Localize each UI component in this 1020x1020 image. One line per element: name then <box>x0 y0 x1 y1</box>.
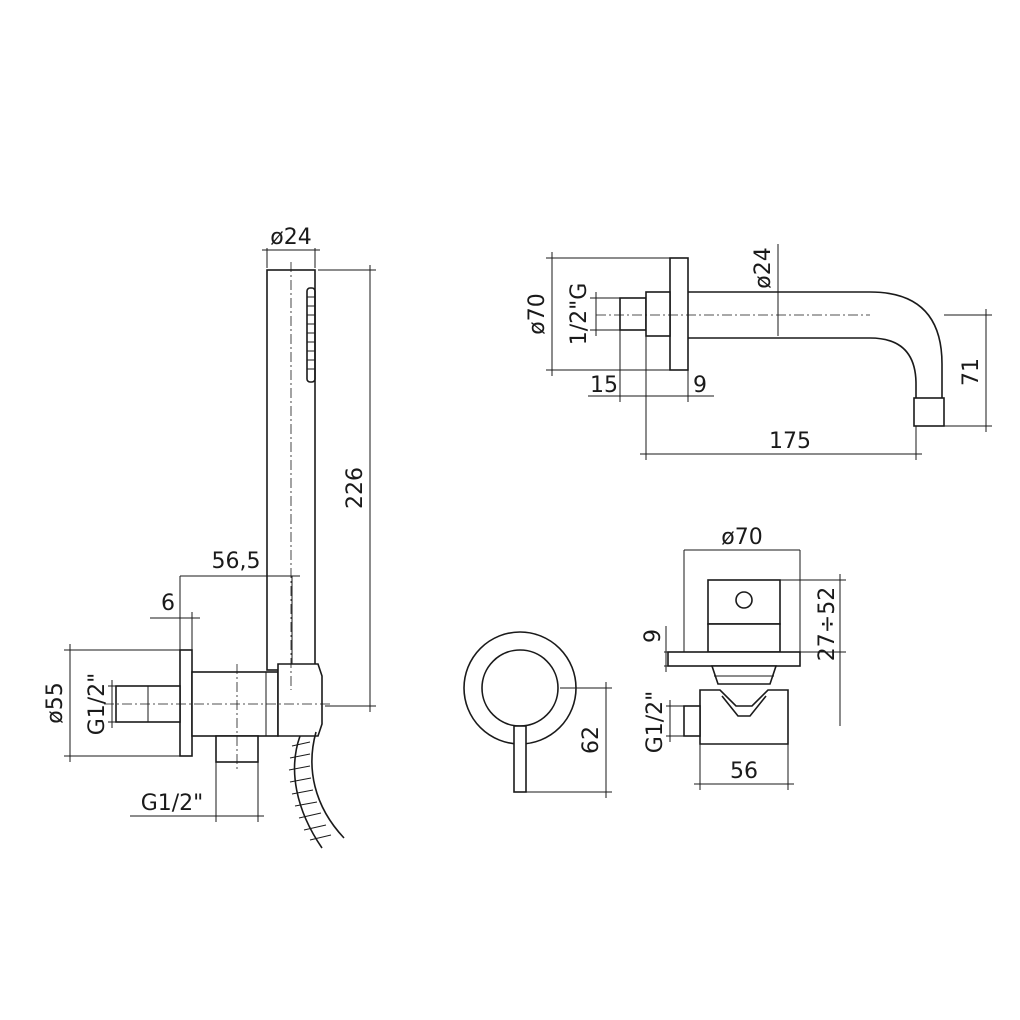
spout-wall-plate <box>669 257 689 371</box>
mixer-side-cartridge <box>707 623 781 653</box>
hand-plate-diameter-label: ø55 <box>43 682 68 723</box>
spout-tube-bottom <box>688 337 917 398</box>
spout-thread-stub <box>619 297 647 331</box>
mixer-side-plate <box>667 651 801 667</box>
mixer-plate-thickness-label: 9 <box>641 629 666 643</box>
mixer-side-view: ø70 27÷52 9 G1/2" 56 <box>641 525 846 790</box>
mixer-side-collar <box>710 665 778 685</box>
handset-nozzles <box>306 287 316 383</box>
mixer-depth-range-label: 27÷52 <box>815 587 840 661</box>
handset-diameter-label: ø24 <box>270 225 311 250</box>
wall-thread-label: G1/2" <box>85 673 110 736</box>
mixer-side-handle <box>707 579 781 625</box>
mixer-front-view: 62 <box>463 631 612 798</box>
outlet-thread-label: G1/2" <box>141 791 204 816</box>
mixer-front-handle-base <box>481 649 559 727</box>
spout-drop-label: 71 <box>959 358 984 386</box>
hand-plate-thickness-label: 6 <box>161 591 175 616</box>
hand-shower-kit-view: ø24 226 56,5 6 ø55 G1/2" G1/2" <box>43 225 376 849</box>
mixer-side-inlet <box>683 705 701 737</box>
lever-length-label: 62 <box>579 726 604 754</box>
mixer-body-width-label: 56 <box>730 759 758 784</box>
spout-plate-diameter-label: ø70 <box>525 293 550 334</box>
mixer-indicator-dot <box>735 591 753 609</box>
shower-hose <box>293 735 323 849</box>
spout-view: ø70 1/2"G ø24 15 9 175 71 <box>525 244 992 460</box>
mixer-front-lever <box>513 725 527 793</box>
handset-holder <box>277 663 323 737</box>
mixer-thread-label: G1/2" <box>643 691 668 754</box>
spout-tube-top <box>688 291 943 398</box>
mixer-plate-diameter-label: ø70 <box>721 525 762 550</box>
spout-nut <box>645 291 671 337</box>
spout-length-label: 175 <box>769 429 811 454</box>
handset-length-label: 226 <box>343 467 368 509</box>
hand-shower-wall-plate <box>179 649 193 757</box>
mixer-side-body <box>699 689 789 745</box>
spout-plate-thickness-label: 9 <box>693 373 707 398</box>
projection-label: 56,5 <box>212 549 261 574</box>
spout-thread-label: 1/2"G <box>567 283 592 346</box>
spout-aerator <box>913 397 945 427</box>
spout-thread-length-label: 15 <box>590 373 618 398</box>
spout-diameter-label: ø24 <box>751 247 776 288</box>
